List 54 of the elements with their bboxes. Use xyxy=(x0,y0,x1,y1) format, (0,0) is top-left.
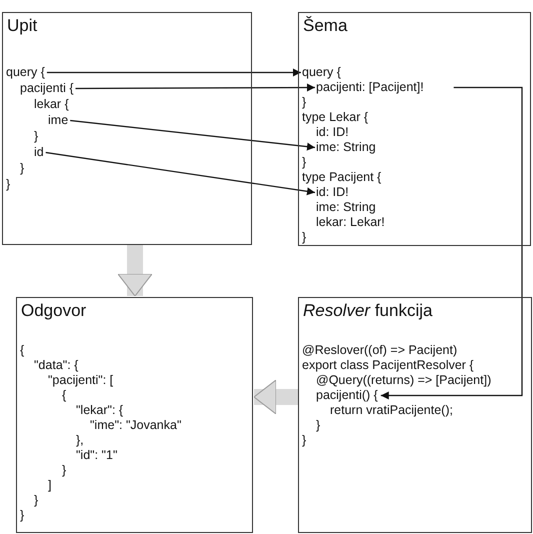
panel-title: Šema xyxy=(303,16,348,36)
code-line: { xyxy=(20,343,24,358)
code-line: } xyxy=(34,129,38,144)
code-line: pacijenti: [Pacijent]! xyxy=(316,80,424,95)
code-line: } xyxy=(302,230,306,245)
code-line: } xyxy=(20,508,24,523)
code-line: "ime": "Jovanka" xyxy=(90,418,182,433)
code-line: query { xyxy=(302,65,341,80)
code-line: type Lekar { xyxy=(302,110,368,125)
code-line: @Query((returns) => [Pacijent]) xyxy=(316,373,492,388)
code-line: } xyxy=(62,463,66,478)
code-line: ime: String xyxy=(316,140,376,155)
panel-title: Upit xyxy=(7,16,38,36)
code-line: pacijenti() { xyxy=(316,388,378,403)
code-line: id: ID! xyxy=(316,185,349,200)
code-line: lekar { xyxy=(34,97,69,112)
code-line: } xyxy=(302,433,306,448)
code-line: ] xyxy=(48,478,52,493)
code-line: export class PacijentResolver { xyxy=(302,358,474,373)
arrow xyxy=(380,86,523,400)
code-line: } xyxy=(6,177,10,192)
code-line: @Reslover((of) => Pacijent) xyxy=(302,343,458,358)
code-line: "data": { xyxy=(34,358,78,373)
code-line: } xyxy=(302,155,306,170)
code-panel xyxy=(2,12,252,245)
code-line: id xyxy=(34,145,44,160)
code-line: } xyxy=(34,493,38,508)
code-line: type Pacijent { xyxy=(302,170,382,185)
block-arrow xyxy=(118,245,152,296)
arrow xyxy=(70,120,316,151)
code-line: }, xyxy=(76,433,84,448)
code-line: id: ID! xyxy=(316,125,349,140)
code-panel xyxy=(16,297,253,533)
arrow xyxy=(76,84,315,92)
code-line: } xyxy=(302,95,306,110)
arrow xyxy=(46,152,316,196)
code-line: return vratiPacijente(); xyxy=(330,403,453,418)
code-line: ime: String xyxy=(316,200,376,215)
code-panel xyxy=(298,12,531,246)
code-line: lekar: Lekar! xyxy=(316,215,385,230)
code-line: pacijenti { xyxy=(20,81,74,96)
arrow xyxy=(46,68,301,76)
code-line: "pacijenti": [ xyxy=(48,373,114,388)
code-line: ime xyxy=(48,113,68,128)
code-panel xyxy=(298,297,532,533)
block-arrow xyxy=(254,380,298,414)
panel-title: Odgovor xyxy=(21,301,86,321)
code-line: { xyxy=(62,388,66,403)
code-line: query { xyxy=(6,65,45,80)
code-line: } xyxy=(316,418,320,433)
code-line: "lekar": { xyxy=(76,403,124,418)
code-line: "id": "1" xyxy=(76,448,118,463)
panel-title: Resolver funkcija xyxy=(303,301,432,321)
code-line: } xyxy=(20,161,24,176)
